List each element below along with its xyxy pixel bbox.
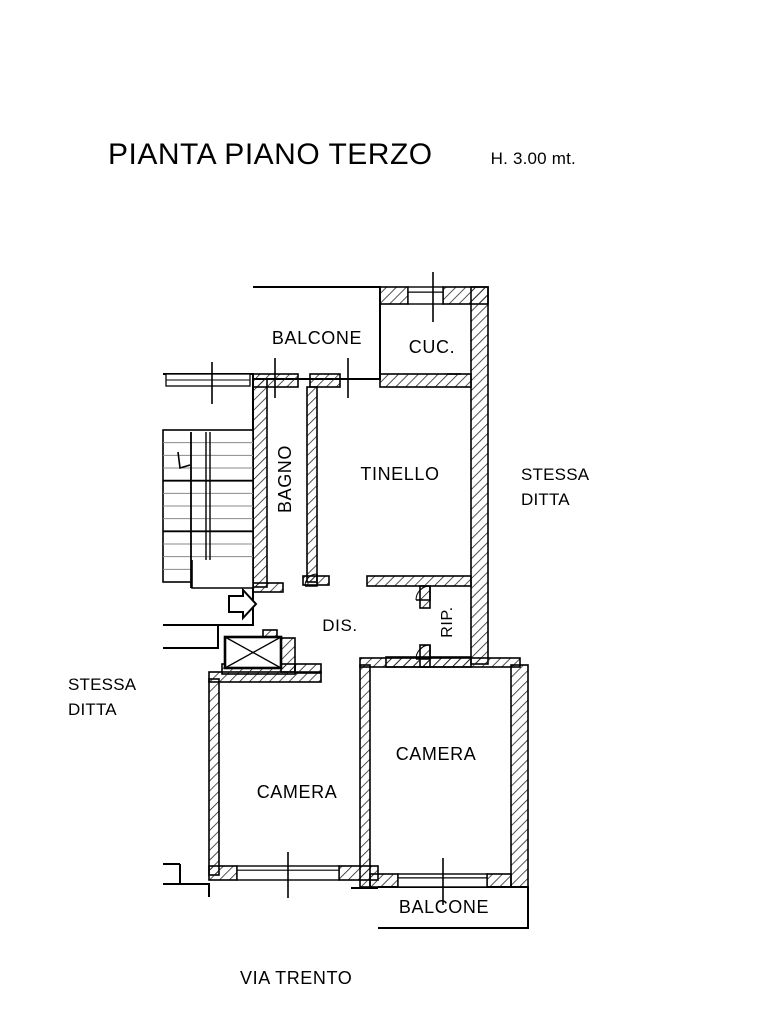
room-label-ripostiglio: RIP.: [439, 606, 456, 637]
camera-left-outer-left: [163, 864, 181, 885]
wall-lift-shelf: [294, 663, 322, 674]
window-tick-group: [165, 272, 444, 905]
wall-stair-edge: [252, 582, 284, 593]
staircase-group: [162, 429, 254, 589]
room-label-camera-left: CAMERA: [257, 782, 338, 802]
annotation-line: STESSA: [68, 675, 137, 694]
wall-camera-r-bot-l: [369, 873, 399, 888]
door-rip-2-arc: [415, 644, 431, 660]
room-label-cucina: CUC.: [409, 337, 455, 357]
room-label-bagno: BAGNO: [275, 445, 295, 513]
wall-cuc-top-left: [379, 286, 409, 305]
wall-camera-r-left: [359, 664, 371, 888]
wall-bagno-right: [306, 386, 318, 583]
wall-bagno-foot: [302, 575, 330, 586]
ceiling-height-note: H. 3.00 mt.: [490, 149, 576, 168]
annotation-line: STESSA: [521, 465, 590, 484]
wall-bagno-left: [252, 378, 268, 588]
entrance-arrow-group: [228, 587, 258, 621]
annotation-line: DITTA: [521, 490, 570, 509]
wall-cuc-bottom: [379, 373, 472, 388]
room-label-group: BALCONE CUC. BAGNO TINELLO RIP. DIS. CAMERA CAM…: [257, 328, 489, 917]
door-rip-1-arc: [415, 585, 431, 601]
room-label-camera-right: CAMERA: [396, 744, 477, 764]
wall-balcone-sill-b: [309, 373, 341, 388]
landing-lower: [163, 624, 219, 649]
title-row: PIANTA PIANO TERZO H. 3.00 mt.: [108, 138, 576, 172]
wall-camera-r-bot-r: [486, 873, 512, 888]
staircase-direction-arrow: [177, 451, 191, 470]
wall-camera-l-left: [208, 678, 220, 876]
wall-cuc-window-frame: [407, 286, 444, 305]
wall-camera-r-right: [510, 664, 529, 888]
elevator-shaft-diagonal-b: [224, 636, 282, 669]
page-title: PIANTA PIANO TERZO: [108, 138, 433, 171]
elevator-group: [223, 635, 283, 670]
annotation-stessa-ditta-right: STESSA DITTA: [521, 462, 589, 512]
door-rip-2-leaf: [416, 645, 431, 660]
room-label-tinello: TINELLO: [360, 464, 439, 484]
wall-east-main: [470, 286, 489, 665]
annotation-stessa-ditta-left: STESSA DITTA: [68, 672, 136, 722]
door-bagno-leaf: [305, 574, 318, 587]
door-rip-1-leaf: [416, 586, 431, 601]
wall-tinello-bottom: [366, 575, 472, 587]
room-label-balcone-bottom: BALCONE: [399, 897, 489, 917]
room-label-balcone-top: BALCONE: [272, 328, 362, 348]
staircase-landing: [191, 560, 254, 589]
camera-left-outer-step: [180, 883, 210, 897]
room-label-disimpegno: DIS.: [322, 616, 357, 635]
wall-camera-l-bot-l: [208, 865, 238, 881]
entrance-arrow: [228, 587, 258, 621]
wall-camera-r-top: [359, 657, 521, 668]
door-swing-group: [304, 373, 461, 660]
street-label: VIA TRENTO: [240, 968, 353, 988]
door-bagno-arc: [304, 573, 318, 587]
annotation-line: DITTA: [68, 700, 117, 719]
